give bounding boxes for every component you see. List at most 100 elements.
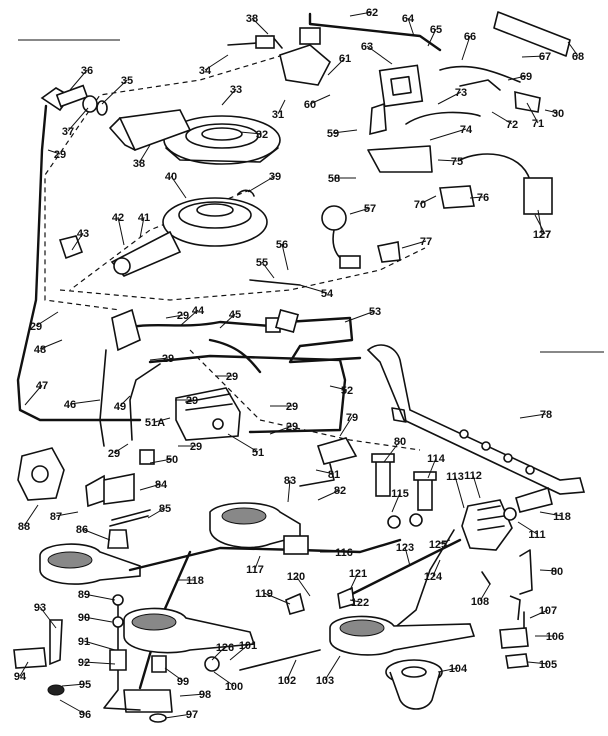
callout-leader [315, 469, 335, 475]
callout-leader [324, 655, 341, 681]
callout-number: 97 [186, 709, 198, 721]
burner-cap [385, 659, 443, 710]
callout-leader [539, 511, 563, 517]
callout-leader [55, 511, 79, 517]
callout-number: 29 [286, 401, 298, 413]
callout-leader [349, 599, 361, 603]
block [499, 627, 529, 649]
callout-number: 105 [539, 659, 557, 671]
fitting [109, 649, 127, 671]
callout-leader [461, 35, 471, 61]
callout-number: 127 [533, 229, 551, 241]
callout-leader [138, 144, 151, 164]
ignition-module [378, 64, 424, 108]
callout-number: 120 [287, 571, 305, 583]
orifice-elbow [16, 84, 142, 422]
lower-burner-assembly [110, 197, 268, 277]
fitting [151, 655, 167, 673]
callout-number: 77 [420, 236, 432, 248]
callout-leader [204, 54, 229, 71]
callout-number: 33 [230, 84, 242, 96]
washer [149, 713, 167, 723]
callout-number: 73 [455, 87, 467, 99]
callout-number: 118 [553, 511, 571, 523]
callout-number: 92 [78, 657, 90, 669]
nut [47, 684, 65, 696]
callout-number: 82 [334, 485, 346, 497]
gas-line [338, 538, 462, 602]
crossover-rod [239, 649, 321, 671]
bracket [493, 11, 571, 57]
callout-number: 79 [346, 412, 358, 424]
callout-number: 50 [166, 454, 178, 466]
callout-leader [261, 261, 275, 279]
assembly-guide-line [44, 49, 301, 311]
callout-leader [419, 195, 437, 205]
callout-leader [286, 659, 297, 681]
bracket [85, 474, 107, 508]
callout-leader [537, 209, 543, 235]
callout-leader [263, 592, 291, 605]
callout-leader [529, 609, 549, 619]
callout-leader [567, 41, 579, 57]
main-manifold [366, 344, 586, 495]
callout-number: 90 [78, 612, 90, 624]
callout-leader [517, 521, 538, 535]
callout-number: 67 [539, 51, 551, 63]
callout-number: 103 [316, 675, 334, 687]
callout-number: 38 [246, 13, 258, 25]
callout-leader [81, 528, 111, 541]
callout-leader [119, 395, 131, 407]
callout-leader [113, 443, 129, 454]
bracket [367, 145, 433, 173]
callout-number: 108 [471, 596, 489, 608]
callout-leader [164, 667, 184, 682]
callout-leader [154, 417, 171, 423]
bracket [13, 647, 47, 669]
callout-number: 121 [349, 568, 367, 580]
callout-number: 86 [76, 524, 88, 536]
callout-number: 111 [528, 529, 545, 541]
callout-leader [251, 17, 269, 35]
callout-number: 29 [226, 371, 238, 383]
callout-number: 51A [145, 417, 165, 429]
thermocouple [99, 349, 107, 447]
callout-number: 58 [328, 173, 340, 185]
callout-number: 87 [50, 511, 62, 523]
callout-leader [344, 310, 376, 323]
callout-number: 63 [361, 41, 373, 53]
callout-number: 29 [177, 310, 189, 322]
callout-number: 95 [79, 679, 91, 691]
burner-valve [413, 471, 437, 511]
callout-leader [269, 425, 293, 435]
callout-leader [329, 385, 348, 391]
pressure-regulator [175, 387, 241, 441]
fitting [112, 616, 124, 628]
callout-leader [287, 479, 291, 503]
burner-valve [299, 437, 358, 487]
callout-number: 89 [78, 589, 90, 601]
callout-number: 99 [177, 676, 189, 688]
sensor [321, 205, 361, 269]
callout-leader [437, 91, 462, 105]
callout-number: 104 [449, 663, 468, 675]
fitting [409, 513, 423, 527]
callout-number: 32 [256, 129, 268, 141]
callout-number: 48 [34, 344, 46, 356]
callout-number: 39 [269, 171, 281, 183]
callout-number: 107 [539, 605, 557, 617]
callout-number: 101 [239, 640, 257, 652]
switch [514, 90, 541, 113]
callout-number: 30 [552, 108, 564, 120]
callout-number: 106 [546, 631, 564, 643]
callout-number: 126 [216, 642, 234, 654]
callout-leader [299, 284, 328, 294]
callout-leader [526, 102, 539, 124]
callout-number: 83 [284, 475, 296, 487]
valve [111, 308, 141, 352]
callout-number: 29 [108, 448, 120, 460]
callout-leader [404, 546, 411, 567]
callout-leader [391, 492, 401, 513]
callout-leader [437, 667, 459, 673]
